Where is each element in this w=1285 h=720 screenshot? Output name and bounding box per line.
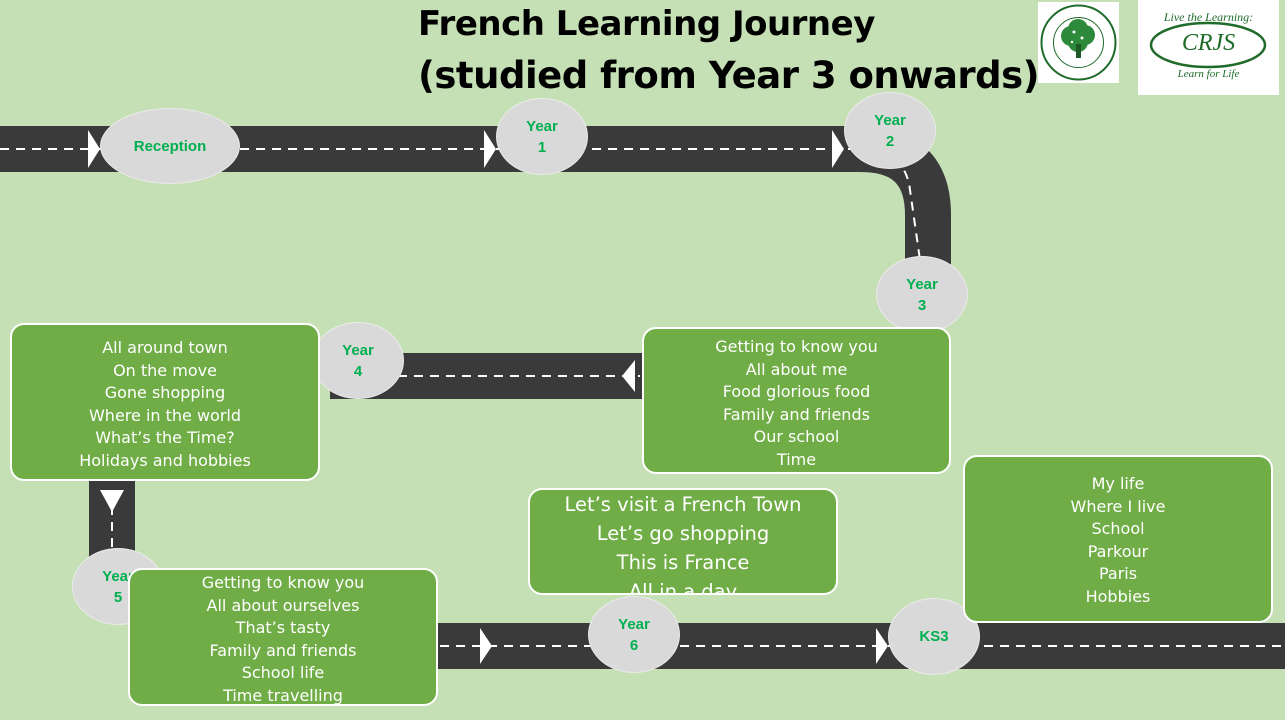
topic-item: Family and friends: [209, 640, 357, 660]
topic-item: Let’s visit a French Town: [564, 493, 802, 516]
crawley-ridge-logo: [1038, 2, 1119, 83]
topic-item: Where in the world: [88, 405, 242, 425]
topic-item: Time travelling: [223, 685, 343, 705]
topic-item: All about me: [745, 359, 848, 379]
arrow-right-icon: [832, 130, 844, 168]
stage-reception: Reception: [100, 108, 240, 184]
tree-icon: [1040, 4, 1117, 81]
topics-year3: Getting to know you All about me Food gl…: [642, 327, 951, 474]
topic-item: School life: [241, 663, 325, 683]
topic-item: All around town: [102, 338, 228, 357]
topic-item: This is France: [616, 551, 750, 574]
topic-item: My life: [1091, 474, 1145, 493]
arrow-right-icon: [88, 130, 100, 168]
topic-item: Our school: [753, 427, 840, 447]
topic-item: Where I live: [1070, 496, 1166, 516]
arrow-left-icon: [622, 360, 635, 392]
arrow-down-icon: [100, 490, 124, 512]
topic-item: What’s the Time?: [95, 428, 235, 448]
crjs-logo: Live the Learning: CRJS Learn for Life: [1138, 0, 1279, 95]
topics-year4: All around town On the move Gone shoppin…: [10, 323, 320, 481]
topic-item: Family and friends: [723, 404, 870, 424]
topic-item: Holidays and hobbies: [79, 450, 251, 470]
topic-item: All in a day: [628, 580, 738, 595]
page-title: French Learning Journey: [418, 4, 875, 44]
topic-item: Let’s go shopping: [596, 522, 770, 545]
topic-item: Parkour: [1087, 541, 1149, 561]
arrow-right-icon: [484, 130, 496, 168]
topic-item: Hobbies: [1085, 586, 1151, 606]
topic-item: On the move: [113, 360, 217, 380]
topic-item: Getting to know you: [715, 337, 878, 356]
topic-item: Time: [776, 449, 817, 469]
topics-year5: Getting to know you All about ourselves …: [128, 568, 438, 706]
topic-item: School: [1091, 519, 1145, 539]
topic-item: That’s tasty: [235, 618, 331, 638]
road-arrows: [88, 130, 888, 664]
logo-name: CRJS: [1181, 30, 1236, 56]
topic-item: All about ourselves: [206, 595, 360, 615]
arrow-right-icon: [876, 628, 888, 664]
arrow-right-icon: [480, 628, 492, 664]
page-subtitle: (studied from Year 3 onwards): [418, 54, 1040, 97]
logo-tagline-top: Live the Learning:: [1163, 10, 1254, 24]
topics-year6: Let’s visit a French Town Let’s go shopp…: [528, 488, 838, 595]
logo-tagline-bottom: Learn for Life: [1177, 68, 1240, 80]
topics-ks3: My life Where I live School Parkour Pari…: [963, 455, 1273, 623]
topic-item: Food glorious food: [722, 382, 871, 402]
topic-item: Getting to know you: [201, 573, 365, 592]
topic-item: Gone shopping: [104, 383, 226, 403]
topic-item: Paris: [1098, 564, 1138, 584]
